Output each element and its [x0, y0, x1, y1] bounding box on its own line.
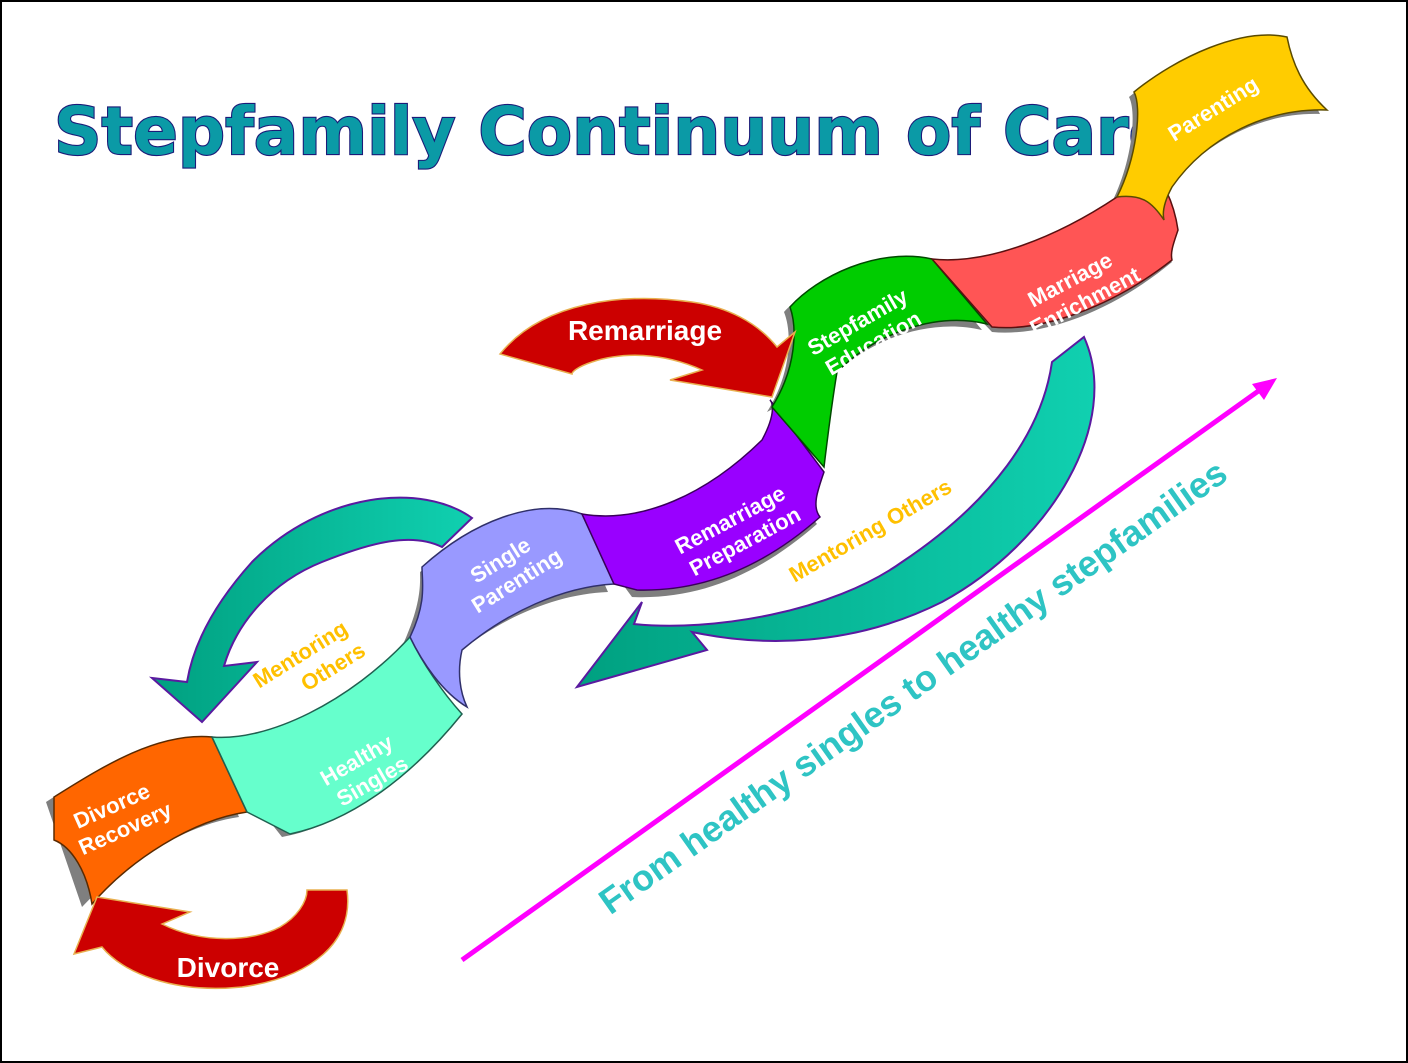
divorce-arrow: Divorce	[72, 889, 349, 990]
mentoring-arrow-left	[148, 496, 474, 724]
remarriage-arrow-label: Remarriage	[568, 315, 722, 346]
progression-arrow	[460, 378, 1277, 963]
page-title: Stepfamily Continuum of Care	[54, 93, 1173, 170]
segment-healthy-singles: Healthy Singles	[210, 635, 463, 835]
divorce-arrow-label: Divorce	[177, 952, 280, 983]
remarriage-arrow: Remarriage	[498, 297, 797, 398]
segment-remarriage-preparation: Remarriage Preparation	[580, 399, 825, 591]
mentoring-arrow-right	[574, 335, 1096, 689]
segment-parenting: Parenting	[1115, 34, 1329, 221]
segment-stepfamily-education: Stepfamily Education	[771, 255, 990, 469]
segment-divorce-recovery: Divorce Recovery	[53, 735, 249, 906]
